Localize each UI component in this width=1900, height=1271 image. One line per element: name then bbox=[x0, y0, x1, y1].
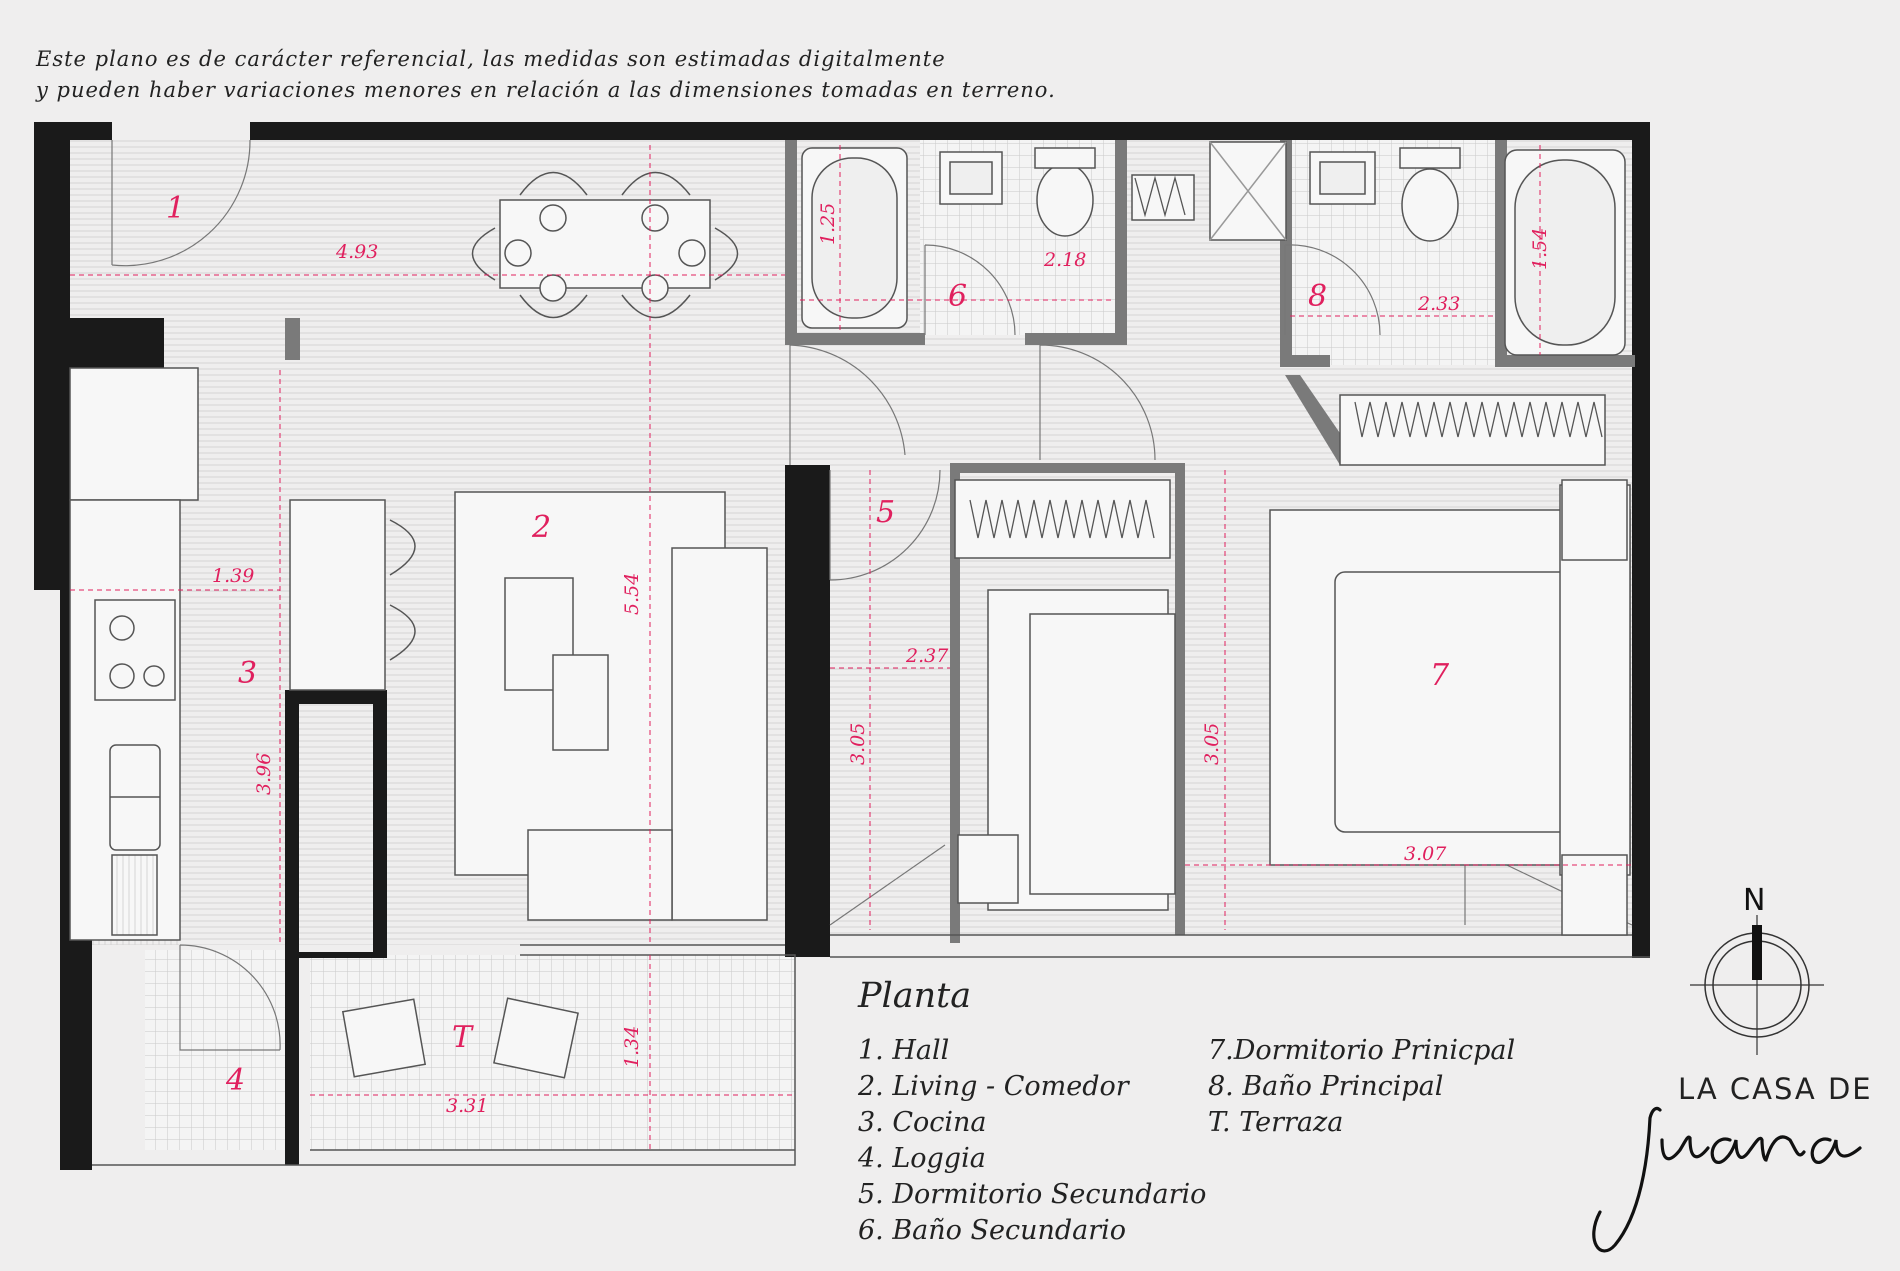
furniture bbox=[69, 141, 1631, 1079]
legend-item: 7.Dormitorio Prinicpal bbox=[1208, 1035, 1516, 1066]
dim-bed1-h: 3.05 bbox=[1201, 723, 1223, 765]
room-label-3: 3 bbox=[238, 656, 257, 691]
dim-bed1-w: 3.07 bbox=[1404, 843, 1447, 865]
legend-item: 1. Hall bbox=[858, 1035, 950, 1066]
room-label-terrace: T bbox=[452, 1020, 474, 1055]
dimension-lines bbox=[70, 145, 1632, 1150]
room-label-8: 8 bbox=[1308, 279, 1327, 314]
dim-kitchen-h: 3.96 bbox=[253, 753, 275, 795]
terrace-chair-2 bbox=[493, 997, 579, 1079]
toilet-secondary bbox=[1036, 163, 1094, 237]
legend-column-2: 7.Dormitorio Prinicpal 8. Baño Principal… bbox=[1208, 1033, 1515, 1141]
dim-bed2-w: 2.37 bbox=[905, 645, 949, 667]
cooktop bbox=[94, 599, 176, 701]
legend-item: 5. Dormitorio Secundario bbox=[858, 1179, 1207, 1210]
toilet-main bbox=[1401, 168, 1459, 242]
brand-logo-script bbox=[1592, 1106, 1862, 1253]
dining-table bbox=[499, 199, 711, 289]
dim-bath1-h: 1.54 bbox=[1529, 228, 1551, 270]
disclaimer: Este plano es de carácter referencial, l… bbox=[36, 44, 1056, 106]
legend-item: 3. Cocina bbox=[858, 1107, 987, 1138]
dim-living-h: 5.54 bbox=[621, 573, 643, 615]
sofa bbox=[671, 547, 768, 921]
dim-terrace-h: 1.34 bbox=[621, 1026, 643, 1068]
legend-item: 6. Baño Secundario bbox=[858, 1215, 1127, 1246]
room-label-2: 2 bbox=[531, 510, 551, 545]
dimension-labels: 4.93 1.25 2.18 2.33 1.54 1.39 3.96 5.54 … bbox=[212, 203, 1551, 1117]
legend-item: 2. Living - Comedor bbox=[858, 1071, 1129, 1102]
compass-north-label: N bbox=[1743, 883, 1765, 918]
fridge bbox=[69, 367, 199, 501]
room-label-6: 6 bbox=[948, 279, 967, 314]
room-label-7: 7 bbox=[1430, 658, 1450, 693]
legend-column-1: 1. Hall 2. Living - Comedor 3. Cocina 4.… bbox=[858, 1033, 1206, 1249]
dim-hall: 4.93 bbox=[335, 241, 378, 263]
disclaimer-line-2: y pueden haber variaciones menores en re… bbox=[36, 78, 1056, 102]
outline-lines bbox=[92, 934, 1650, 1166]
dim-bath2-w: 2.18 bbox=[1043, 249, 1086, 271]
terrace-chair-1 bbox=[341, 998, 427, 1078]
dishwasher bbox=[111, 854, 158, 936]
room-label-4: 4 bbox=[225, 1063, 245, 1098]
room-labels: 1 2 3 4 5 6 7 8 T bbox=[166, 191, 1450, 1098]
north-compass-icon: N bbox=[1690, 883, 1824, 1055]
dim-kitchen-w: 1.39 bbox=[212, 565, 254, 587]
brand-logo-text: LA CASA DE bbox=[1678, 1072, 1873, 1106]
legend-item: 4. Loggia bbox=[858, 1143, 986, 1174]
legend-item: T. Terraza bbox=[1208, 1107, 1344, 1138]
disclaimer-line-1: Este plano es de carácter referencial, l… bbox=[36, 47, 946, 71]
interior-partitions bbox=[285, 140, 1635, 943]
dim-bath2-h: 1.25 bbox=[817, 203, 839, 245]
exterior-walls bbox=[34, 122, 1650, 1170]
room-label-5: 5 bbox=[876, 495, 895, 530]
legend-item: 8. Baño Principal bbox=[1208, 1071, 1444, 1102]
closet-hatching bbox=[969, 175, 1603, 539]
dim-bath1-w: 2.33 bbox=[1417, 293, 1460, 315]
room-label-1: 1 bbox=[166, 191, 185, 226]
side-table bbox=[552, 654, 609, 751]
dim-terrace-w: 3.31 bbox=[446, 1095, 488, 1117]
door-swings bbox=[111, 139, 1633, 1051]
dim-bed2-h: 3.05 bbox=[847, 723, 869, 765]
legend-title: Planta bbox=[858, 976, 972, 1016]
bar-counter bbox=[289, 499, 386, 691]
